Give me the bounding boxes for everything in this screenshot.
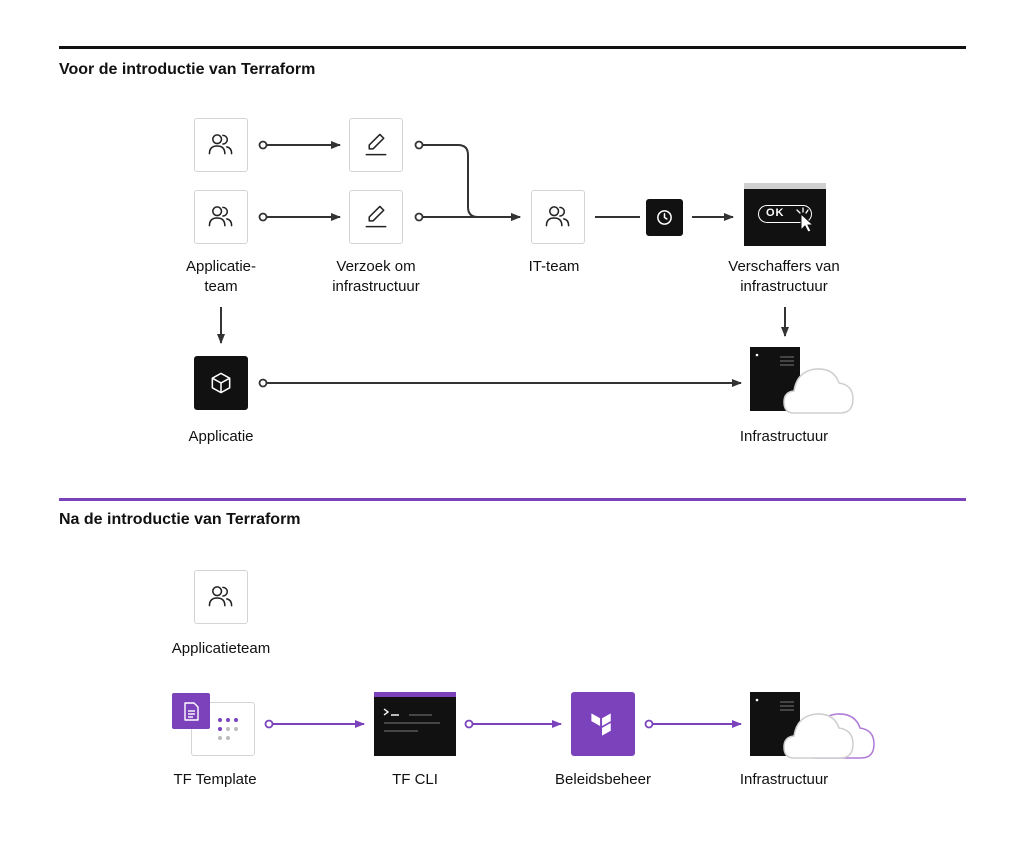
users-icon	[208, 206, 233, 227]
label-app-team: Applicatie- team	[185, 258, 257, 295]
connector-dot	[644, 719, 654, 729]
terminal-titlebar	[374, 692, 456, 697]
connector-dot	[414, 212, 424, 222]
connector-dot	[414, 140, 424, 150]
app-team-node-1	[194, 118, 248, 172]
label-app-team-after: Applicatieteam	[171, 640, 271, 657]
application-node	[194, 356, 248, 410]
label-tf-template: TF Template	[173, 771, 257, 788]
users-icon	[545, 206, 570, 227]
window-titlebar	[744, 183, 826, 189]
cloud-icon	[783, 713, 854, 759]
label-application: Applicatie	[188, 428, 254, 445]
section-divider-before	[59, 46, 966, 49]
cloud-icon	[783, 368, 854, 414]
server-clouds-icon	[750, 692, 875, 759]
tf-cli-node	[374, 692, 456, 756]
tf-template-node	[172, 693, 258, 757]
providers-node: OK	[744, 183, 826, 246]
connector-dot	[464, 719, 474, 729]
label-request: Verzoek om infrastructuur	[332, 258, 420, 295]
users-icon	[208, 586, 233, 607]
dots-grid-icon	[218, 718, 238, 740]
document-icon	[184, 702, 199, 721]
terraform-logo-icon	[591, 713, 611, 736]
users-icon	[208, 134, 233, 155]
arrow-request1-it	[422, 144, 521, 221]
ok-button-icon: OK	[758, 205, 812, 223]
connector-dot	[264, 719, 274, 729]
app-team-node-after	[194, 570, 248, 624]
policy-node	[571, 692, 635, 756]
cursor-icon	[796, 207, 815, 233]
pencil-icon	[365, 133, 387, 156]
cube-icon	[211, 372, 231, 394]
request-node-1	[349, 118, 403, 172]
infrastructure-node-after	[750, 692, 880, 764]
label-it-team: IT-team	[528, 258, 580, 275]
ok-button-text: OK	[766, 207, 785, 219]
terminal-icon	[383, 708, 440, 732]
label-policy: Beleidsbeheer	[555, 771, 651, 788]
section-divider-after	[59, 498, 966, 501]
label-infrastructure-before: Infrastructuur	[739, 428, 829, 445]
infrastructure-node-before	[750, 347, 856, 417]
connector-dot	[258, 140, 268, 150]
pencil-icon	[365, 205, 387, 228]
app-team-node-2	[194, 190, 248, 244]
connector-dot	[258, 212, 268, 222]
label-providers: Verschaffers van infrastructuur	[728, 258, 840, 295]
heading-after: Na de introductie van Terraform	[59, 511, 301, 528]
it-team-node	[531, 190, 585, 244]
server-cloud-icon	[750, 347, 854, 414]
connector-dot	[258, 378, 268, 388]
heading-before: Voor de introductie van Terraform	[59, 61, 316, 78]
template-badge	[172, 693, 210, 729]
wait-node	[646, 199, 683, 236]
clock-icon	[657, 210, 672, 225]
label-tf-cli: TF CLI	[392, 771, 438, 788]
label-infrastructure-after: Infrastructuur	[739, 771, 829, 788]
request-node-2	[349, 190, 403, 244]
